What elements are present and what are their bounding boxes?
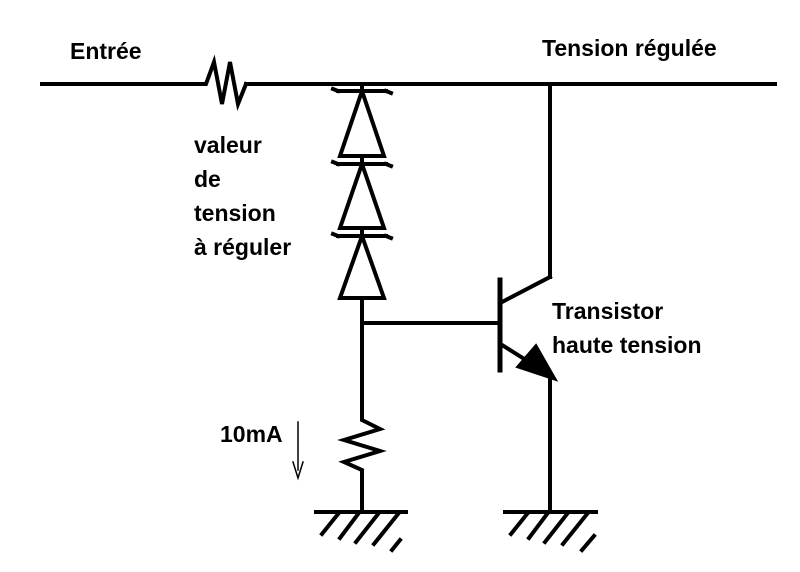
zener-value-line-3: tension	[194, 200, 276, 226]
zener-diode-3	[330, 230, 394, 300]
ground-symbol-right	[503, 510, 598, 553]
transistor-label-line-2: haute tension	[552, 332, 702, 358]
zener-diode-1	[330, 84, 394, 158]
emitter-arrow-icon	[515, 343, 559, 382]
zener-value-line-2: de	[194, 166, 221, 192]
series-resistor	[194, 54, 249, 112]
zener-value-line-1: valeur	[194, 132, 262, 158]
input-label: Entrée	[70, 38, 142, 64]
current-arrow-icon	[292, 421, 304, 481]
output-label: Tension régulée	[542, 35, 717, 61]
zener-stack	[330, 82, 394, 300]
transistor-label-line-1: Transistor	[552, 298, 664, 324]
transistor-label: Transistor haute tension	[552, 294, 702, 362]
collector-lead	[499, 274, 553, 305]
zener-value-line-4: à réguler	[194, 234, 292, 260]
ground-resistor	[337, 416, 387, 512]
zener-diode-2	[330, 157, 394, 230]
ground-symbol-left	[314, 510, 408, 553]
npn-transistor	[497, 82, 559, 512]
zener-value-label: valeur de tension à réguler	[194, 128, 291, 264]
current-label: 10mA	[220, 421, 283, 447]
